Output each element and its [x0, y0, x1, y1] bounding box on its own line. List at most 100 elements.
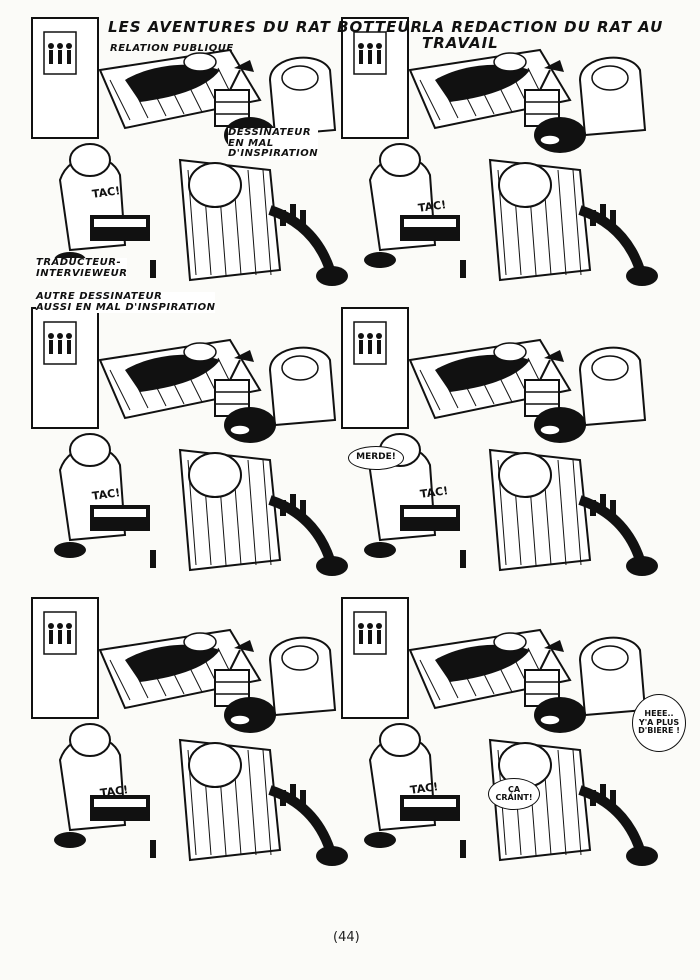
desk-lamp-shade — [544, 350, 564, 362]
boot — [364, 252, 396, 268]
poster-figure-body — [67, 340, 71, 354]
pillow — [493, 632, 527, 652]
desk-lamp-shade — [234, 350, 254, 362]
beer-bottle — [460, 260, 466, 278]
drawer-leg — [578, 205, 645, 272]
ashtray — [229, 714, 251, 726]
ashtray — [539, 134, 561, 146]
ashtray — [229, 424, 251, 436]
title-left: Les aventures du rat botteur — [108, 18, 424, 36]
poster-figure-head — [48, 623, 54, 629]
chair-slat — [262, 459, 272, 566]
poster-figure-head — [358, 623, 364, 629]
chair-slat — [572, 749, 582, 856]
speech-bubble-ya-plus-biere: HEEE.. Y'A PLUS D'BIERE ! — [632, 694, 686, 752]
boot — [364, 832, 396, 848]
comic-tile-5 — [31, 597, 348, 866]
drawer-boot — [626, 266, 658, 286]
beer-bottle — [600, 204, 606, 220]
drawer-leg — [268, 785, 335, 852]
rat-face-shirt — [188, 452, 242, 498]
pillow — [493, 342, 527, 362]
pillow — [183, 342, 217, 362]
beer-bottle — [460, 550, 466, 568]
speech-bubble-merde: MERDE! — [348, 446, 404, 470]
poster-figure-head — [376, 623, 382, 629]
poster-figure-body — [368, 50, 372, 64]
typewriter — [400, 215, 460, 241]
poster-figure-body — [359, 630, 363, 644]
chair-slat — [247, 459, 257, 566]
drawer-head-hair — [534, 697, 586, 733]
poster-figure-body — [49, 50, 53, 64]
mattress-hatch — [109, 659, 131, 701]
sleeping-figure — [125, 644, 220, 682]
poster-figure-head — [367, 43, 373, 49]
chair-slat — [262, 169, 272, 276]
label-traducteur-line2: intervieweur — [36, 267, 128, 279]
chair-slat — [572, 169, 582, 276]
boot — [54, 832, 86, 848]
drawer-leg — [268, 205, 335, 272]
typewriter-paper — [94, 219, 146, 227]
poster-figure-body — [58, 50, 62, 64]
poster-figure-head — [358, 333, 364, 339]
chair-slat — [247, 749, 257, 856]
poster-figure-head — [66, 43, 72, 49]
drawer-head-hair — [534, 407, 586, 443]
typewriter-paper — [404, 509, 456, 517]
drawer-boot — [626, 556, 658, 576]
drawer-head-hair — [224, 697, 276, 733]
label-traducteur: Traducteur- intervieweur — [36, 257, 128, 279]
desk-lamp-arm — [229, 359, 241, 381]
poster-figure-body — [359, 340, 363, 354]
drawer-head-hair — [224, 407, 276, 443]
beer-bottle — [290, 494, 296, 510]
poster-figure-head — [367, 623, 373, 629]
beer-bottle — [590, 790, 596, 806]
chair-slat — [557, 459, 567, 566]
label-autre-line2: aussi en mal d'inspiration — [36, 301, 216, 313]
poster-figure-head — [57, 43, 63, 49]
speech-bubble-ca-craint: ÇA CRAINT! — [488, 778, 540, 810]
poster-figure-body — [377, 630, 381, 644]
typewriter — [400, 505, 460, 531]
sleeping-figure — [125, 64, 220, 102]
rat-face-shirt — [498, 162, 552, 208]
beer-bottle — [300, 500, 306, 516]
poster-figure-head — [66, 333, 72, 339]
beer-bottle — [280, 500, 286, 516]
typewriter — [90, 215, 150, 241]
beer-bottle — [150, 550, 156, 568]
ashtray — [539, 424, 561, 436]
beer-bottle — [600, 784, 606, 800]
typewriter-paper — [94, 509, 146, 517]
armchair-cushion-figure — [281, 645, 319, 671]
typist-head — [69, 433, 111, 467]
comic-tile-4 — [341, 307, 658, 576]
poster-figure-head — [367, 333, 373, 339]
poster-figure-head — [358, 43, 364, 49]
poster-figure-head — [57, 623, 63, 629]
drawer-boot — [626, 846, 658, 866]
poster-figure-body — [67, 50, 71, 64]
sleeping-figure — [435, 354, 530, 392]
label-dessinateur-line3: d'inspiration — [228, 148, 319, 159]
beer-bottle — [280, 210, 286, 226]
beer-bottle — [150, 260, 156, 278]
poster-figure-body — [359, 50, 363, 64]
ashtray — [539, 714, 561, 726]
chair-slat — [572, 459, 582, 566]
desk-lamp-arm — [229, 69, 241, 91]
drawer-boot — [316, 266, 348, 286]
desk-lamp-arm — [539, 359, 551, 381]
beer-bottle — [590, 210, 596, 226]
mattress-hatch — [419, 79, 441, 121]
poster-figure-body — [49, 340, 53, 354]
typist-head — [69, 723, 111, 757]
desk-lamp-shade — [234, 60, 254, 72]
mattress-hatch — [419, 659, 441, 701]
title-right: La redaction du rat au travail — [422, 18, 664, 52]
page-number: (44) — [333, 930, 360, 945]
